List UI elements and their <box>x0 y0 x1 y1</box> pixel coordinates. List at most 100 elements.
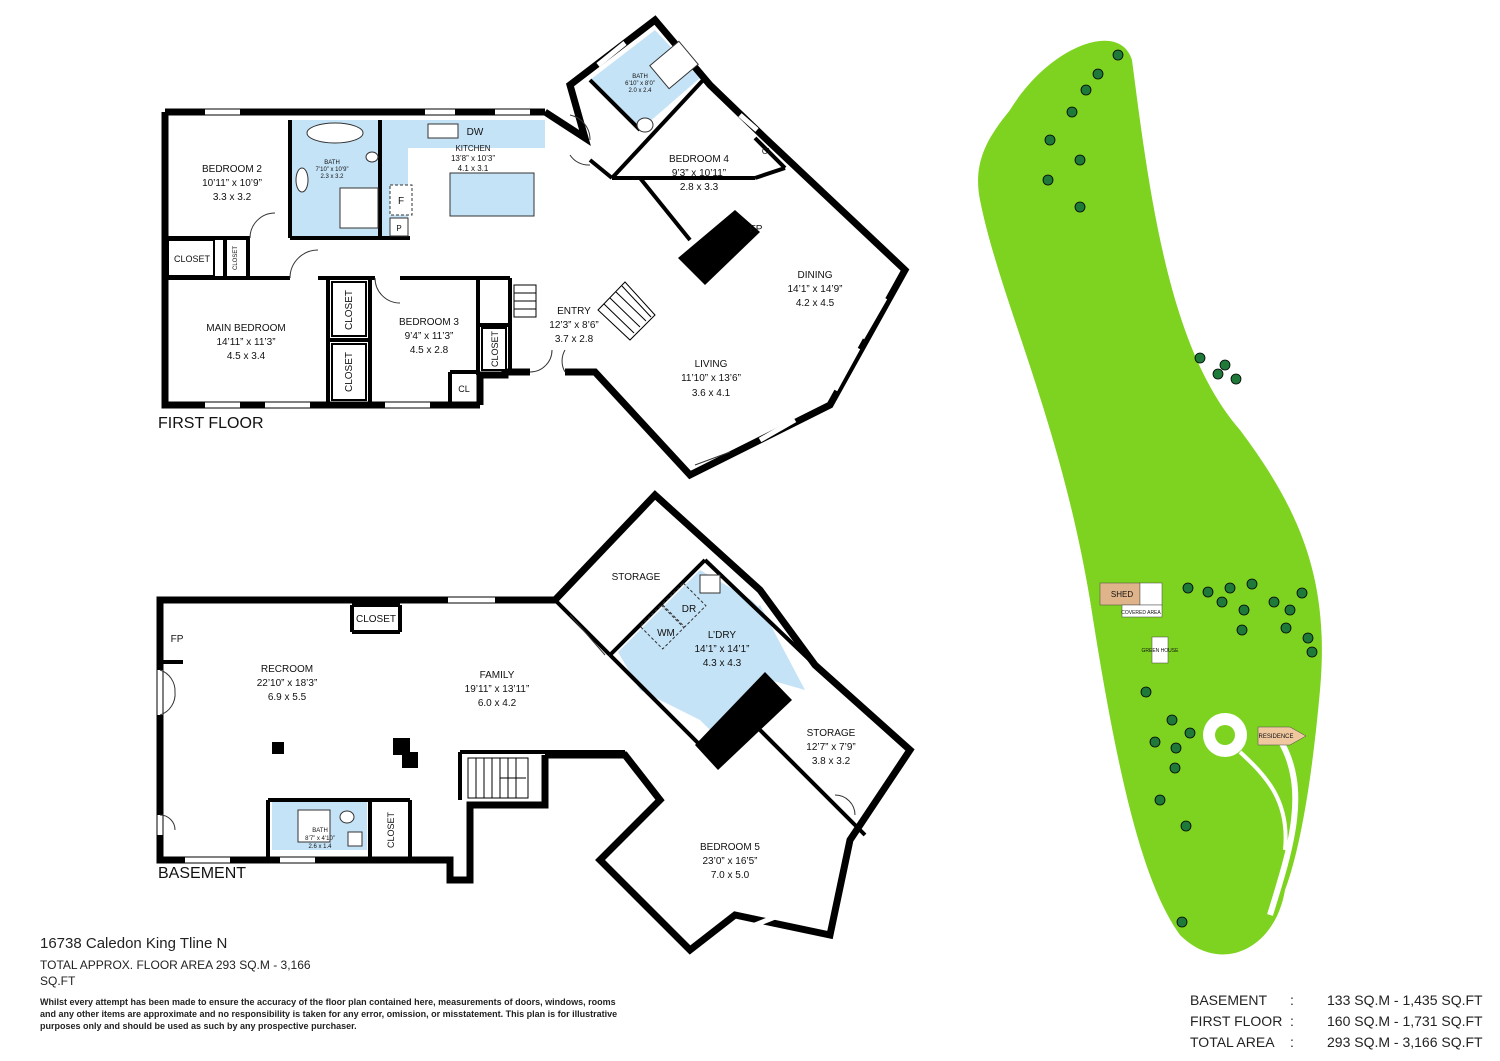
laundry-fill <box>618 570 805 740</box>
bsmt-fp-label: FP <box>171 634 184 645</box>
closet-d-box <box>331 343 367 401</box>
bedroom4-metric: 2.8 x 3.3 <box>680 182 719 193</box>
tree <box>1074 154 1086 166</box>
ff-int-wall <box>610 76 707 180</box>
shower <box>339 187 379 229</box>
tree <box>1224 582 1236 594</box>
laundry-imperial: 14’1” x 14’1” <box>694 644 749 655</box>
tree <box>1166 714 1178 726</box>
sink <box>295 167 309 193</box>
bath1-imperial: 7’10” x 10’9” <box>315 167 348 173</box>
bath2-imperial: 6’10” x 8’0” <box>625 81 655 87</box>
fridge <box>389 184 413 216</box>
bedroom2-metric: 3.3 x 3.2 <box>213 192 252 203</box>
closet-e-label: CLOSET <box>490 330 500 367</box>
living-metric: 3.6 x 4.1 <box>692 388 731 399</box>
bsmt-stairs <box>467 757 529 799</box>
ff-int-wall <box>588 158 614 180</box>
recroom-name: RECROOM <box>261 664 313 675</box>
summary-sep: : <box>1290 992 1294 1008</box>
door-swing <box>569 114 591 141</box>
summary-label: TOTAL AREA <box>1190 1034 1275 1050</box>
closet-a-label: CLOSET <box>174 254 211 264</box>
tree <box>1236 624 1248 636</box>
living-imperial: 11’10” x 13’6” <box>681 373 741 384</box>
toilet-2 <box>636 117 654 133</box>
bath2-name: BATH <box>632 74 648 80</box>
bedroom2-imperial: 10’11” x 10’9” <box>202 178 262 189</box>
bsmt-door-swing <box>159 814 176 831</box>
ff-int-wall <box>754 166 786 180</box>
ff-fp-label: FP <box>750 224 763 235</box>
summary-row-total: TOTAL AREA : 293 SQ.M - 3,166 SQ.FT <box>1190 1034 1490 1055</box>
living-name: LIVING <box>695 359 728 370</box>
residence <box>1257 726 1307 746</box>
driveway-2 <box>1238 750 1288 851</box>
sliding-door <box>694 451 731 466</box>
storage2-imperial: 12’7” x 7’9” <box>806 742 855 753</box>
kitchen-island <box>449 172 535 217</box>
bathtub <box>306 122 364 144</box>
tree <box>1176 916 1188 928</box>
washer <box>639 604 685 650</box>
tree <box>1140 686 1152 698</box>
bsmt-bath-metric: 2.6 x 1.4 <box>308 844 332 850</box>
bsmt-window <box>729 912 781 938</box>
family-imperial: 19’11” x 13’11” <box>465 684 530 695</box>
ff-window <box>832 346 861 392</box>
tree <box>1194 352 1206 364</box>
disclaimer: Whilst every attempt has been made to en… <box>40 997 618 1031</box>
main-bedroom-imperial: 14’11” x 11’3” <box>216 337 275 348</box>
toilet <box>365 151 379 163</box>
door-swing <box>374 277 401 304</box>
summary-row-basement: BASEMENT : 133 SQ.M - 1,435 SQ.FT <box>1190 992 1490 1013</box>
bsmt-wall-south <box>418 755 549 884</box>
dining-name: DINING <box>798 270 833 281</box>
tree <box>1230 373 1242 385</box>
summary-sep: : <box>1290 1013 1294 1029</box>
bath1-metric: 2.3 x 3.2 <box>320 174 344 180</box>
tree <box>1219 359 1231 371</box>
family-metric: 6.0 x 4.2 <box>478 698 517 709</box>
covered-area-box <box>1139 582 1163 606</box>
bsmt-window <box>743 588 762 607</box>
bsmt-int-wall <box>703 558 817 667</box>
property-address: 16738 Caledon King Tline N <box>40 935 228 952</box>
tree <box>1296 587 1308 599</box>
shed-label: SHED <box>1111 590 1133 599</box>
bsmt-door-swing <box>834 794 856 816</box>
laundry-name: L’DRY <box>708 630 736 641</box>
site-plan: SHED COVERED AREA GREEN HOUSE RESIDENCE <box>978 40 1322 955</box>
laundry-sink <box>699 574 721 594</box>
bedroom3-cl: CL <box>458 384 470 394</box>
summary-label: BASEMENT <box>1190 992 1268 1008</box>
closet-e-box <box>481 327 507 371</box>
door-swing <box>561 349 566 373</box>
tree <box>1182 582 1194 594</box>
tree <box>1080 84 1092 96</box>
tree <box>1092 68 1104 80</box>
bsmt-toilet <box>339 810 355 824</box>
bsmt-shower <box>297 809 331 843</box>
tree <box>1042 174 1054 186</box>
bedroom4-imperial: 9’3” x 10’11” <box>672 168 726 179</box>
closet-a-box <box>167 239 215 277</box>
residence-label: RESIDENCE <box>1258 734 1293 740</box>
kitchen-sink <box>427 123 459 139</box>
summary-row-first-floor: FIRST FLOOR : 160 SQ.M - 1,731 SQ.FT <box>1190 1013 1490 1034</box>
bsmt-closet2-label: CLOSET <box>386 811 396 848</box>
tree <box>1112 49 1124 61</box>
summary-value: 293 SQ.M - 3,166 SQ.FT <box>1327 1034 1483 1050</box>
storage2-name: STORAGE <box>807 728 856 739</box>
covered-area-strip <box>1121 604 1163 618</box>
storage1-name: STORAGE <box>612 572 661 583</box>
ff-window <box>758 417 797 443</box>
bsmt-fireplace <box>695 672 792 770</box>
summary-sep: : <box>1290 1034 1294 1050</box>
summary-label: FIRST FLOOR <box>1190 1013 1283 1029</box>
door-swing <box>529 349 553 373</box>
bsmt-bath-name: BATH <box>312 828 328 834</box>
tree <box>1280 622 1292 634</box>
bedroom3-name: BEDROOM 3 <box>399 317 459 328</box>
